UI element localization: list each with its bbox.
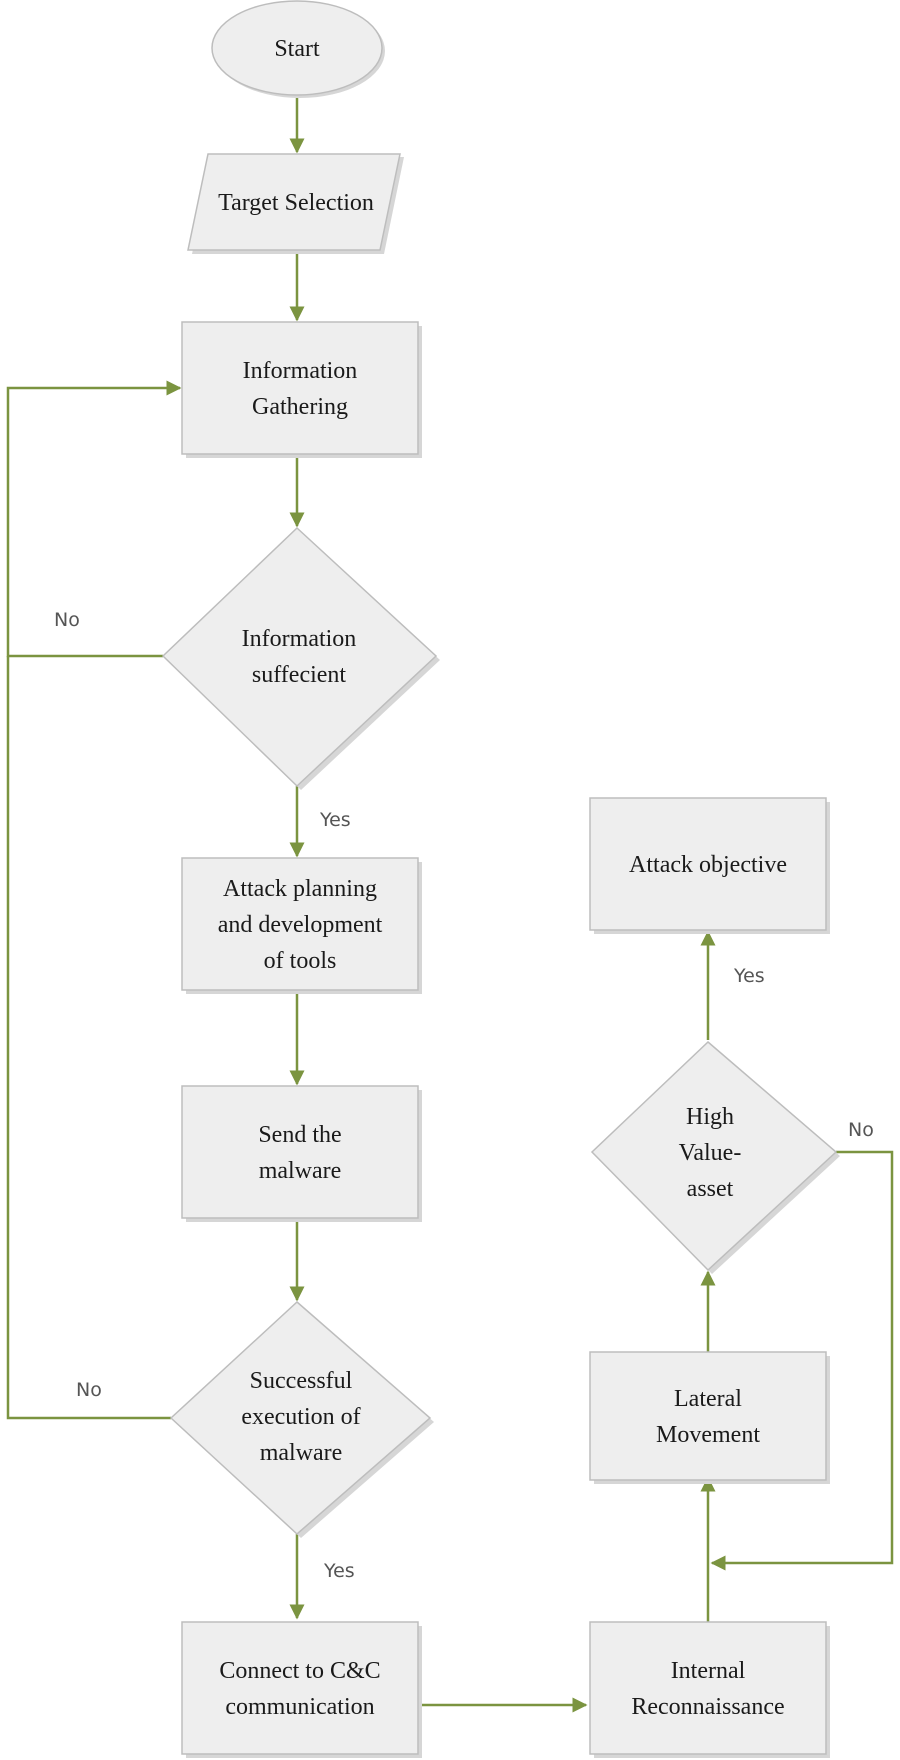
- node-label-line: malware: [259, 1158, 342, 1184]
- node-label: Target Selection: [218, 190, 374, 216]
- send-malware-box: [181, 1085, 419, 1219]
- node-label: Information suffecient: [242, 626, 357, 688]
- node-label-line: execution of: [241, 1404, 360, 1430]
- node-label-line: Internal: [671, 1658, 746, 1684]
- node-target-selection: Target Selection: [187, 153, 404, 254]
- node-label-line: Movement: [656, 1422, 760, 1448]
- node-label: Attack planning and development of tools: [218, 876, 383, 974]
- label-hva-no: No: [848, 1119, 874, 1141]
- node-attack-planning: Attack planning and development of tools: [181, 857, 422, 994]
- node-label-line: Target Selection: [218, 190, 374, 216]
- node-label-line: Lateral: [674, 1386, 742, 1412]
- label-exec-no: No: [76, 1379, 102, 1401]
- attack-planning-box: [181, 857, 419, 991]
- node-label-line: and development: [218, 912, 383, 938]
- successful-execution-diamond: [169, 1300, 432, 1536]
- connect-cc-box: [181, 1621, 419, 1755]
- node-label-line: asset: [687, 1176, 734, 1202]
- node-label-line: Gathering: [252, 394, 348, 420]
- node-label-line: High: [686, 1104, 734, 1130]
- node-send-malware: Send the malware: [181, 1085, 422, 1222]
- node-information-sufficient: Information suffecient: [161, 526, 440, 790]
- edge-labels: No Yes No Yes Yes No: [54, 609, 874, 1582]
- node-label-line: Value-: [679, 1140, 742, 1166]
- edge-exec-no-loop: [6, 656, 171, 1420]
- node-label: Start: [274, 36, 320, 62]
- node-attack-objective: Attack objective: [589, 797, 830, 934]
- internal-recon-box: [589, 1621, 827, 1755]
- label-hva-yes: Yes: [733, 965, 765, 987]
- attack-objective-box: [589, 797, 827, 931]
- node-start: Start: [211, 0, 385, 98]
- connectors: [6, 98, 894, 1713]
- start-terminal: [211, 0, 383, 96]
- node-label-line: Send the: [258, 1122, 341, 1148]
- node-label-line: Information: [243, 358, 358, 384]
- node-label-line: Start: [274, 36, 320, 62]
- information-sufficient-diamond: [161, 526, 438, 788]
- node-label-line: malware: [260, 1440, 343, 1466]
- label-exec-yes: Yes: [323, 1560, 355, 1582]
- node-label-line: Attack objective: [629, 852, 787, 878]
- node-label-line: of tools: [264, 948, 337, 974]
- label-info-yes: Yes: [319, 809, 351, 831]
- node-label: Connect to C&C communication: [219, 1658, 380, 1720]
- node-label: Send the malware: [258, 1122, 341, 1184]
- node-connect-cc: Connect to C&C communication: [181, 1621, 422, 1758]
- node-label: Successful execution of malware: [241, 1368, 360, 1466]
- information-gathering-box: [181, 321, 419, 455]
- node-label-line: Connect to C&C: [219, 1658, 380, 1684]
- node-label-line: Reconnaissance: [631, 1694, 784, 1720]
- label-info-no: No: [54, 609, 80, 631]
- node-successful-execution: Successful execution of malware: [169, 1300, 434, 1538]
- edge-hva-no-loop: [710, 1150, 894, 1571]
- target-selection-parallelogram: [187, 153, 401, 251]
- node-label-line: Information: [242, 626, 357, 652]
- node-label-line: communication: [225, 1694, 374, 1720]
- lateral-movement-box: [589, 1351, 827, 1481]
- edge-info-no-loop: [6, 380, 182, 658]
- node-label-line: Attack planning: [223, 876, 377, 902]
- high-value-asset-diamond: [590, 1040, 838, 1272]
- node-label: Attack objective: [629, 852, 787, 878]
- node-label-line: suffecient: [252, 662, 347, 688]
- node-label-line: Successful: [250, 1368, 353, 1394]
